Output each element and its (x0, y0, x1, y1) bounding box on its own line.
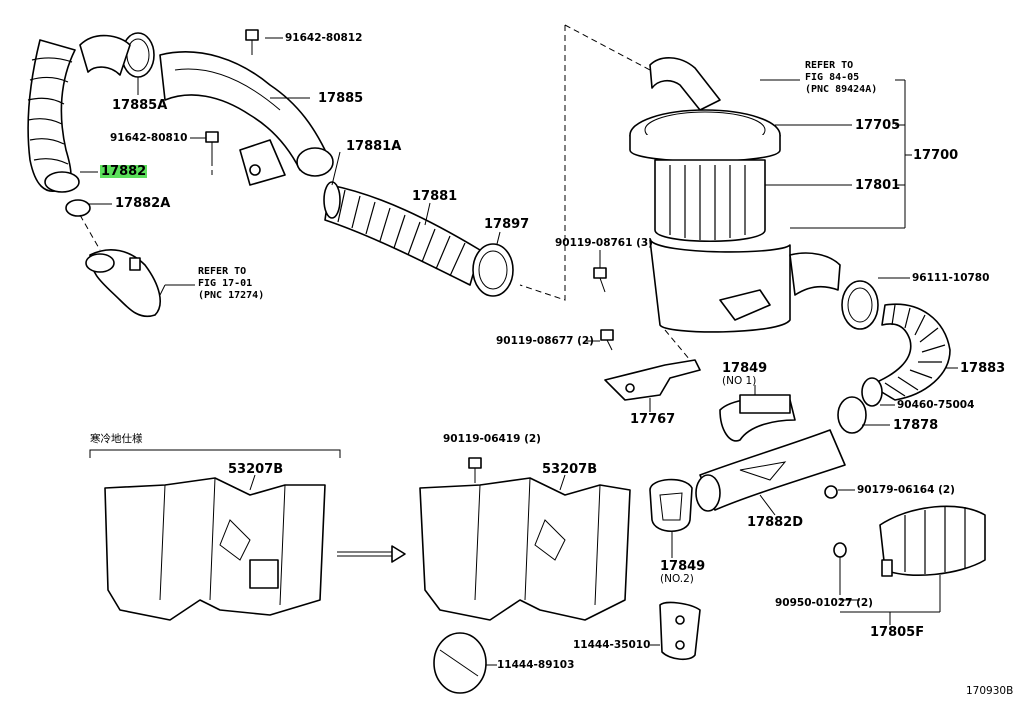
label-90950-01027[interactable]: 90950-01027 (2) (775, 597, 873, 609)
ref-left-l3: (PNC 17274) (198, 290, 265, 301)
leader-lines (80, 37, 958, 666)
bracket-17767[interactable] (604, 359, 701, 401)
label-17897[interactable]: 17897 (484, 217, 530, 232)
label-17849-no2[interactable]: 17849 (660, 559, 706, 574)
label-90179-06164[interactable]: 90179-06164 (2) (857, 484, 955, 496)
label-17882[interactable]: 17882 (100, 164, 148, 179)
ref-upper-block[interactable]: REFER TO FIG 84-05 (PNC 89424A) (805, 60, 877, 96)
hose-17882-top (79, 34, 131, 76)
label-53207B-left[interactable]: 53207B (228, 462, 284, 477)
gasket-17849-no2[interactable] (649, 478, 693, 533)
bolt-90119-08761[interactable] (593, 267, 607, 293)
resonator-17849-no1[interactable] (719, 394, 796, 442)
label-91642-80812[interactable]: 91642-80812 (285, 32, 363, 44)
bolt-91642-80812[interactable] (245, 29, 259, 55)
label-17878[interactable]: 17878 (893, 418, 939, 433)
clamp-17897[interactable] (472, 243, 514, 297)
label-17881[interactable]: 17881 (412, 189, 458, 204)
label-96111-10780[interactable]: 96111-10780 (912, 272, 990, 284)
label-17882A[interactable]: 17882A (115, 196, 171, 211)
leader-dash-1 (79, 214, 101, 251)
label-53207B-right[interactable]: 53207B (542, 462, 598, 477)
shield-53207B-left[interactable] (104, 477, 326, 621)
ref-left-l1: REFER TO (198, 266, 247, 277)
clamp-90460-75004[interactable] (861, 377, 883, 407)
bolt-91642-80810[interactable] (205, 131, 219, 160)
label-17767[interactable]: 17767 (630, 412, 676, 427)
label-cold-spec: 寒冷地仕様 (90, 433, 143, 445)
hose-17881[interactable] (324, 184, 481, 286)
ref-upper-l1: REFER TO (805, 60, 854, 71)
label-17849-no1[interactable]: 17849 (722, 361, 768, 376)
shield-53207B-right[interactable] (419, 477, 631, 621)
leader-dash-2 (519, 24, 651, 301)
label-17881A[interactable]: 17881A (346, 139, 402, 154)
cold-spec-bracket (89, 449, 341, 458)
label-no2: (NO.2) (660, 573, 694, 585)
arrow-replaced-by (337, 545, 406, 563)
plate-11444-35010[interactable] (659, 601, 701, 661)
air-cleaner-17700[interactable] (629, 57, 841, 333)
label-11444-89103[interactable]: 11444-89103 (497, 659, 575, 671)
label-90119-08677[interactable]: 90119-08677 (2) (496, 335, 594, 347)
label-11444-35010[interactable]: 11444-35010 (573, 639, 651, 651)
duct-17882D[interactable] (695, 429, 846, 512)
duct-17885[interactable] (159, 51, 334, 186)
diagram-id: 170930B (966, 685, 1014, 697)
label-17705[interactable]: 17705 (855, 118, 901, 133)
hose-17883[interactable] (869, 303, 951, 401)
label-17883[interactable]: 17883 (960, 361, 1006, 376)
hose-17882[interactable] (27, 39, 80, 193)
ref-upper-l2: FIG 84-05 (805, 72, 860, 83)
resonator-17805F[interactable] (879, 505, 986, 577)
leader-dash-3 (664, 329, 691, 361)
ref-left-l2: FIG 17-01 (198, 278, 253, 289)
label-90119-06419[interactable]: 90119-06419 (2) (443, 433, 541, 445)
pipe-refer-17274[interactable] (85, 249, 161, 318)
cushion-90950-01027[interactable] (833, 542, 847, 595)
label-17885A[interactable]: 17885A (112, 98, 168, 113)
clamp-96111-10780[interactable] (841, 280, 879, 330)
cap-11444-89103[interactable] (433, 632, 487, 694)
label-90460-75004[interactable]: 90460-75004 (897, 399, 975, 411)
label-17801[interactable]: 17801 (855, 178, 901, 193)
bolt-90119-08677[interactable] (600, 329, 614, 351)
label-90119-08761[interactable]: 90119-08761 (3) (555, 237, 653, 249)
gasket-17882A[interactable] (65, 199, 91, 217)
label-17885[interactable]: 17885 (318, 91, 364, 106)
label-17805F[interactable]: 17805F (870, 625, 925, 640)
label-17882D[interactable]: 17882D (747, 515, 804, 530)
clamp-17881A[interactable] (323, 181, 341, 219)
label-no1: (NO 1) (722, 375, 757, 387)
ref-upper-l3: (PNC 89424A) (805, 84, 878, 95)
clip-90179-06164[interactable] (824, 485, 838, 499)
bolt-90119-06419[interactable] (468, 457, 482, 483)
label-91642-80810[interactable]: 91642-80810 (110, 132, 188, 144)
label-17700[interactable]: 17700 (913, 148, 959, 163)
ring-17878[interactable] (837, 396, 867, 434)
ref-left-block[interactable]: REFER TO FIG 17-01 (PNC 17274) (198, 266, 264, 302)
